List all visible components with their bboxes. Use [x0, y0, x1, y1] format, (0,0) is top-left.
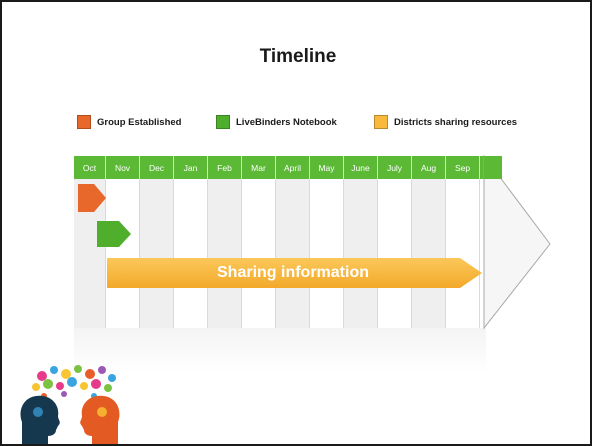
grid-column [378, 179, 412, 328]
timeline-grid [74, 179, 486, 328]
left-head-silhouette [20, 395, 60, 444]
month-jan: Jan [174, 156, 208, 179]
slide-title: Timeline [259, 46, 337, 67]
collaboration-heads-icon [20, 365, 120, 444]
grid-column [106, 179, 140, 328]
month-band: Oct Nov Dec Jan Feb Mar April May June J… [74, 156, 486, 179]
sharing-information-bar [107, 258, 482, 288]
month-dec: Dec [140, 156, 174, 179]
timeline-arrowhead-cap [484, 156, 502, 179]
sharing-information-label: Sharing information [217, 264, 369, 281]
orange-swatch-icon [77, 115, 91, 129]
month-nov: Nov [106, 156, 140, 179]
month-sep: Sep [446, 156, 480, 179]
grid-column [412, 179, 446, 328]
month-oct: Oct [74, 156, 106, 179]
month-aug: Aug [412, 156, 446, 179]
yellow-swatch-icon [374, 115, 388, 129]
legend-label: Districts sharing resources [394, 116, 518, 128]
legend-item-livebinders: LiveBinders Notebook [216, 112, 337, 132]
legend-label: Group Established [97, 116, 182, 128]
grid-column [140, 179, 174, 328]
grid-column [276, 179, 310, 328]
month-july: July [378, 156, 412, 179]
grid-column [174, 179, 208, 328]
month-may: May [310, 156, 344, 179]
month-mar: Mar [242, 156, 276, 179]
green-swatch-icon [216, 115, 230, 129]
grid-column [208, 179, 242, 328]
grid-column [310, 179, 344, 328]
group-established-marker-icon [78, 184, 106, 212]
month-april: April [276, 156, 310, 179]
legend: Group Established LiveBinders Notebook D… [2, 112, 590, 132]
grid-column [344, 179, 378, 328]
livebinders-marker-icon [97, 221, 131, 247]
timeline-arrowhead [483, 154, 551, 330]
month-feb: Feb [208, 156, 242, 179]
reflection [74, 328, 486, 373]
grid-column [242, 179, 276, 328]
legend-item-districts: Districts sharing resources [374, 112, 517, 132]
month-june: June [344, 156, 378, 179]
legend-item-group-established: Group Established [77, 112, 181, 132]
grid-column [446, 179, 480, 328]
right-head-silhouette [80, 395, 120, 444]
legend-label: LiveBinders Notebook [236, 116, 337, 128]
